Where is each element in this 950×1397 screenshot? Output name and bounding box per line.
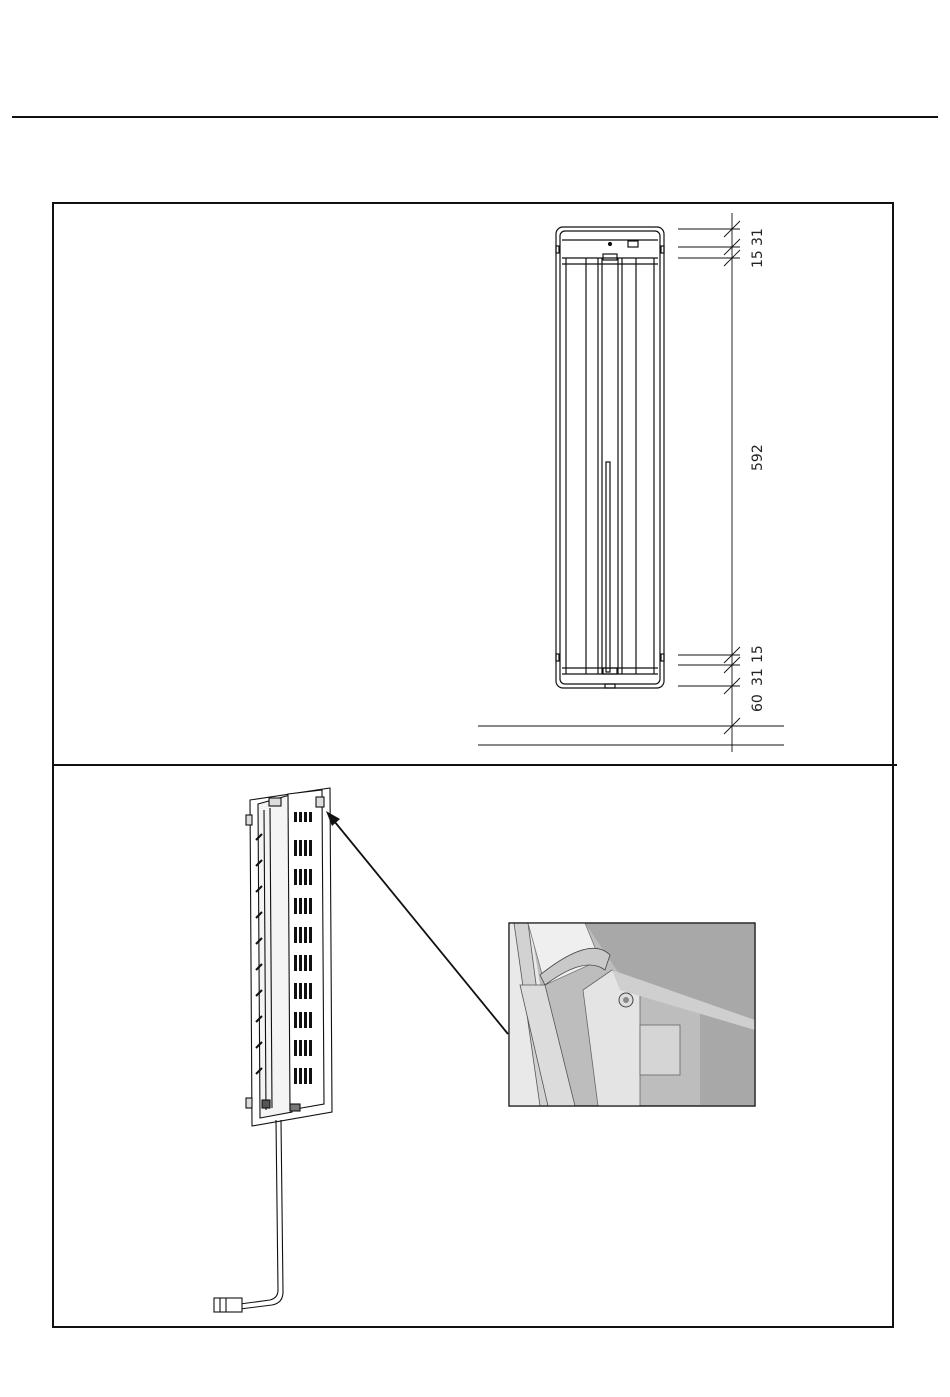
dim-top-15: 15 — [750, 250, 766, 268]
dimension-labels: 15 31 592 15 31 60 — [750, 228, 766, 712]
dim-bottom-31: 31 — [750, 668, 766, 686]
heater-front-view — [556, 227, 664, 688]
heater-perspective-view — [246, 788, 332, 1126]
callout-arrow — [326, 811, 508, 1034]
dim-height-592: 592 — [750, 444, 766, 471]
power-cable — [214, 1120, 283, 1312]
dim-top-31: 31 — [750, 228, 766, 246]
dim-bottom-15: 15 — [750, 645, 766, 663]
dimension-lines — [478, 213, 784, 752]
dim-bottom-60: 60 — [750, 694, 766, 712]
detail-view-inset — [509, 923, 755, 1106]
